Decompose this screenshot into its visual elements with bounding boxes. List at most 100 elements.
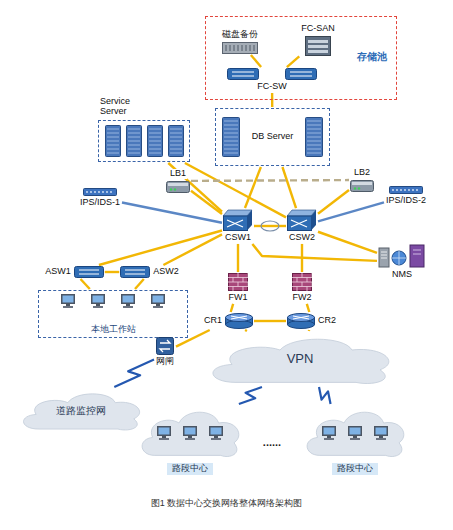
network-link bbox=[80, 279, 89, 289]
figure-caption: 图1 数据中心交换网络整体网络架构图 bbox=[0, 499, 453, 509]
node-label: DB Server bbox=[251, 132, 295, 142]
network-link bbox=[318, 190, 349, 214]
pc-icon bbox=[322, 425, 388, 441]
wan-link bbox=[114, 360, 154, 387]
network-link bbox=[231, 304, 233, 312]
network-link bbox=[318, 202, 384, 221]
network-link bbox=[308, 330, 311, 331]
core-switch: CSW1 bbox=[223, 209, 253, 243]
core-switch-icon bbox=[223, 209, 253, 231]
server-row bbox=[99, 121, 189, 161]
node-label: CSW2 bbox=[288, 233, 316, 243]
node-label: LB2 bbox=[353, 168, 371, 178]
core-switch-icon bbox=[287, 209, 317, 231]
node-label: ASW1 bbox=[44, 267, 72, 277]
network-link bbox=[301, 244, 303, 272]
network-link bbox=[251, 55, 261, 67]
firewall: FW2 bbox=[292, 273, 313, 303]
network-link bbox=[307, 304, 309, 312]
network-link bbox=[237, 244, 239, 272]
network-link bbox=[185, 163, 286, 217]
fc-switch: FC-SW bbox=[227, 68, 317, 92]
gatekeeper: 网闸 bbox=[155, 337, 175, 367]
server-icon bbox=[168, 125, 184, 157]
core-router: CR2 bbox=[287, 313, 337, 329]
node-label: 网闸 bbox=[155, 357, 175, 367]
network-link bbox=[245, 167, 261, 208]
core-switch: CSW2 bbox=[287, 209, 317, 243]
gatekeeper-icon bbox=[156, 337, 174, 355]
access-switch: ASW2 bbox=[120, 266, 180, 278]
node-label: FC-SAN bbox=[300, 24, 336, 34]
vpn-cloud: VPN bbox=[200, 332, 400, 386]
node-label: 路段中心 bbox=[167, 463, 213, 475]
wan-link bbox=[239, 387, 262, 404]
network-link bbox=[135, 279, 144, 289]
server-group: Service Server bbox=[98, 120, 190, 162]
network-link bbox=[122, 202, 222, 222]
node-label: IPS/IDS-2 bbox=[385, 196, 427, 206]
node-label: Service Server bbox=[99, 97, 145, 117]
fc-switch-icon bbox=[227, 68, 317, 80]
workstation-group: 本地工作站 bbox=[38, 290, 188, 338]
node-label: ASW2 bbox=[152, 267, 180, 277]
fc-san-icon bbox=[305, 36, 331, 56]
ips-device: IPS/IDS-2 bbox=[385, 186, 427, 206]
core-router: CR1 bbox=[203, 313, 253, 329]
network-link bbox=[191, 191, 222, 214]
node-label: FW2 bbox=[292, 293, 313, 303]
disk-backup-icon bbox=[222, 42, 258, 54]
disk-backup: 磁盘备份 bbox=[221, 30, 259, 54]
node-label: CR2 bbox=[317, 316, 337, 326]
node-label: FC-SW bbox=[256, 82, 288, 92]
network-link bbox=[105, 271, 119, 273]
server-icon bbox=[147, 125, 163, 157]
node-label: 道路监控网 bbox=[55, 405, 107, 416]
ellipsis-label: ...... bbox=[263, 436, 281, 448]
core-router-icon bbox=[225, 313, 253, 329]
firewall: FW1 bbox=[228, 273, 249, 303]
network-cloud: 道路监控网 bbox=[15, 388, 147, 432]
network-link bbox=[318, 232, 377, 253]
network-link bbox=[245, 330, 247, 331]
node-label: 本地工作站 bbox=[90, 325, 137, 335]
network-link bbox=[99, 230, 222, 265]
load-balancer-icon bbox=[350, 180, 374, 192]
site-cloud: 路段中心 bbox=[300, 405, 410, 475]
load-balancer: LB1 bbox=[166, 169, 190, 193]
access-switch-icon bbox=[120, 266, 150, 278]
node-label: CSW1 bbox=[224, 233, 252, 243]
server-icon bbox=[222, 117, 240, 157]
node-label: LB1 bbox=[169, 169, 187, 179]
site-cloud: 路段中心 bbox=[135, 405, 245, 475]
network-link bbox=[287, 56, 299, 67]
storage-pool-region: 磁盘备份 FC-SAN FC-SW 存储池 bbox=[205, 16, 397, 100]
server-icon bbox=[105, 125, 121, 157]
fc-san: FC-SAN bbox=[300, 24, 336, 56]
network-link bbox=[176, 330, 210, 347]
node-label: 路段中心 bbox=[332, 463, 378, 475]
network-link bbox=[191, 179, 349, 182]
nms-station-icon bbox=[378, 244, 426, 268]
pc-icon bbox=[61, 294, 75, 308]
node-label: 磁盘备份 bbox=[221, 30, 259, 40]
node-label: 存储池 bbox=[356, 51, 388, 62]
node-label: NMS bbox=[391, 270, 413, 280]
link-aggregation-ring bbox=[261, 221, 279, 231]
load-balancer: LB2 bbox=[350, 168, 374, 192]
workstation-row bbox=[61, 294, 165, 308]
pc-icon bbox=[91, 294, 105, 308]
ips-device-icon bbox=[389, 186, 423, 194]
network-link bbox=[282, 167, 296, 208]
access-switch: ASW1 bbox=[44, 266, 104, 278]
server-icon bbox=[305, 117, 323, 157]
server-group: DB Server bbox=[215, 108, 330, 166]
firewall-icon bbox=[292, 273, 312, 291]
firewall-icon bbox=[228, 273, 248, 291]
nms-station: NMS bbox=[378, 244, 426, 280]
pc-icon bbox=[157, 425, 223, 441]
pc-icon bbox=[121, 294, 135, 308]
node-label: FW1 bbox=[228, 293, 249, 303]
ips-device-icon bbox=[83, 188, 117, 196]
